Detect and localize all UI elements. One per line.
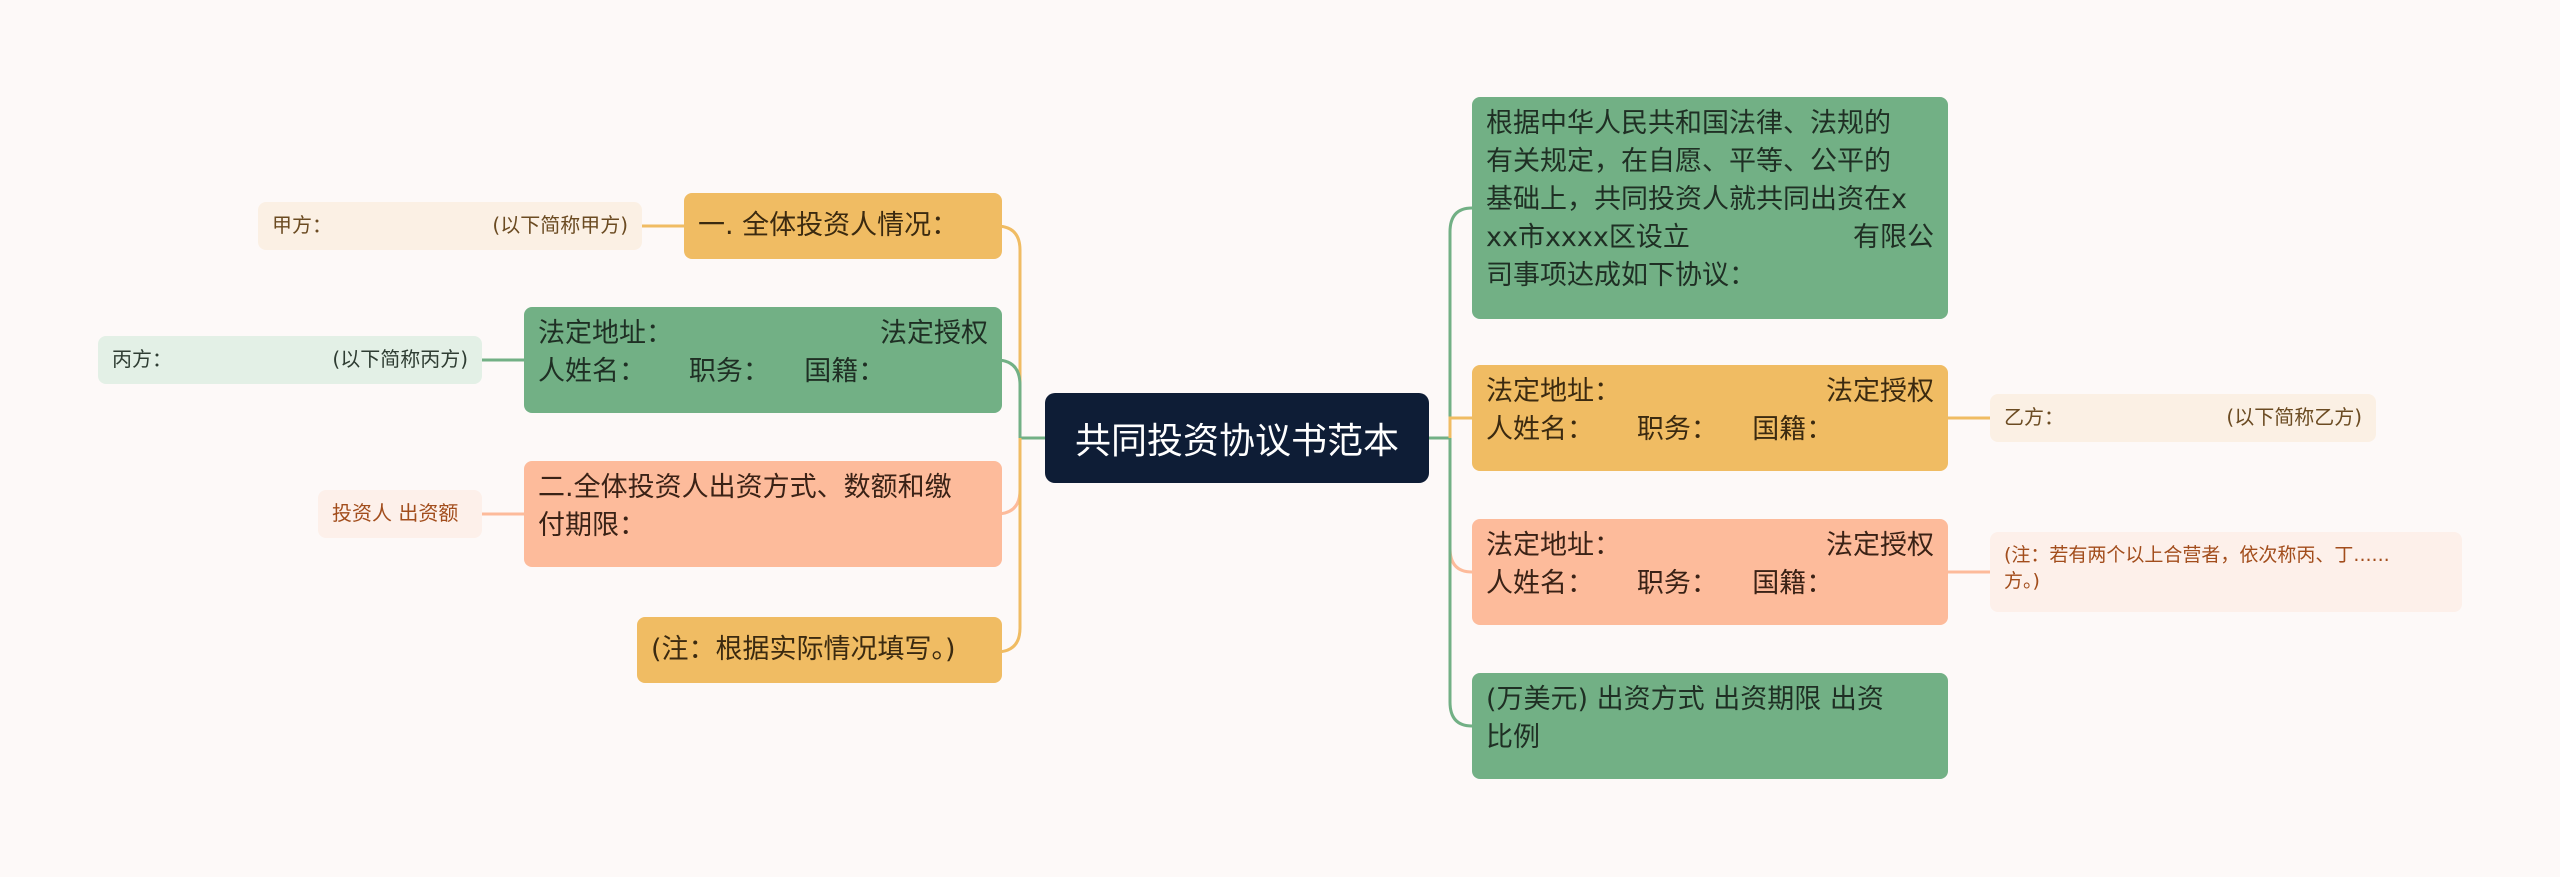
left-node-2-line1-right: 法定授权 bbox=[880, 318, 988, 349]
right-node-3-line1-right: 法定授权 bbox=[1826, 530, 1934, 561]
left-node-4-text: (注：根据实际情况填写。) bbox=[651, 634, 956, 665]
right-node-2[interactable]: 法定地址： 法定授权 人姓名： 职务： 国籍： bbox=[1472, 365, 1948, 471]
left-leaf-investor[interactable]: 投资人 出资额 bbox=[318, 490, 482, 538]
right-leaf-note-line2: 方。) bbox=[2004, 570, 2040, 592]
left-node-1[interactable]: 一. 全体投资人情况： bbox=[684, 193, 1002, 259]
right-node-1-line4-left: xx市xxxx区设立 bbox=[1486, 222, 1690, 253]
left-node-1-text: 一. 全体投资人情况： bbox=[698, 210, 959, 241]
left-node-2-line2: 人姓名： 职务： 国籍： bbox=[538, 356, 886, 387]
left-node-3-line1: 二.全体投资人出资方式、数额和缴 bbox=[538, 472, 952, 503]
left-node-3-line2: 付期限： bbox=[538, 510, 646, 541]
connector-right-1 bbox=[1448, 206, 1473, 438]
right-node-2-line2: 人姓名： 职务： 国籍： bbox=[1486, 414, 1834, 445]
left-leaf-bingfang-left: 丙方： bbox=[112, 347, 172, 371]
right-leaf-yifang[interactable]: 乙方： (以下简称乙方) bbox=[1990, 394, 2376, 442]
right-node-4-line1: (万美元) 出资方式 出资期限 出资 bbox=[1486, 684, 1884, 715]
right-node-1[interactable]: 根据中华人民共和国法律、法规的 有关规定，在自愿、平等、公平的 基础上，共同投资… bbox=[1472, 97, 1948, 319]
right-leaf-note-line1: (注：若有两个以上合营者，依次称丙、丁...... bbox=[2004, 544, 2390, 566]
right-node-1-line1: 根据中华人民共和国法律、法规的 bbox=[1486, 108, 1891, 139]
right-node-3-line2: 人姓名： 职务： 国籍： bbox=[1486, 568, 1834, 599]
left-node-2[interactable]: 法定地址： 法定授权 人姓名： 职务： 国籍： bbox=[524, 307, 1002, 413]
left-leaf-jiafang-left: 甲方： bbox=[272, 213, 332, 237]
right-node-1-line5: 司事项达成如下协议： bbox=[1486, 260, 1756, 291]
connector-right-3 bbox=[1448, 438, 1473, 574]
right-node-1-line4-right: 有限公 bbox=[1853, 222, 1934, 253]
left-leaf-bingfang-right: (以下简称丙方) bbox=[332, 347, 468, 371]
right-node-3[interactable]: 法定地址： 法定授权 人姓名： 职务： 国籍： bbox=[1472, 519, 1948, 625]
right-leaf-yifang-left: 乙方： bbox=[2004, 405, 2064, 429]
connector-right-4 bbox=[1448, 438, 1473, 728]
right-node-1-line3: 基础上，共同投资人就共同出资在x bbox=[1486, 184, 1907, 215]
left-node-4[interactable]: (注：根据实际情况填写。) bbox=[637, 617, 1002, 683]
right-node-2-line1-right: 法定授权 bbox=[1826, 376, 1934, 407]
left-leaf-jiafang-right: (以下简称甲方) bbox=[492, 213, 628, 237]
right-node-3-line1-left: 法定地址： bbox=[1486, 530, 1621, 561]
left-leaf-investor-text: 投资人 出资额 bbox=[332, 501, 459, 525]
right-node-1-line2: 有关规定，在自愿、平等、公平的 bbox=[1486, 146, 1891, 177]
right-node-2-line1-left: 法定地址： bbox=[1486, 376, 1621, 407]
right-node-4[interactable]: (万美元) 出资方式 出资期限 出资 比例 bbox=[1472, 673, 1948, 779]
right-leaf-yifang-right: (以下简称乙方) bbox=[2226, 405, 2362, 429]
left-node-2-line1-left: 法定地址： bbox=[538, 318, 673, 349]
root-node[interactable]: 共同投资协议书范本 bbox=[1045, 393, 1429, 483]
right-node-4-line2: 比例 bbox=[1486, 722, 1540, 753]
root-title: 共同投资协议书范本 bbox=[1074, 421, 1399, 462]
right-leaf-note[interactable]: (注：若有两个以上合营者，依次称丙、丁...... 方。) bbox=[1990, 532, 2462, 612]
left-leaf-bingfang[interactable]: 丙方： (以下简称丙方) bbox=[98, 336, 482, 384]
connector-right-2 bbox=[1448, 416, 1472, 438]
left-leaf-jiafang[interactable]: 甲方： (以下简称甲方) bbox=[258, 202, 642, 250]
left-node-3[interactable]: 二.全体投资人出资方式、数额和缴 付期限： bbox=[524, 461, 1002, 567]
